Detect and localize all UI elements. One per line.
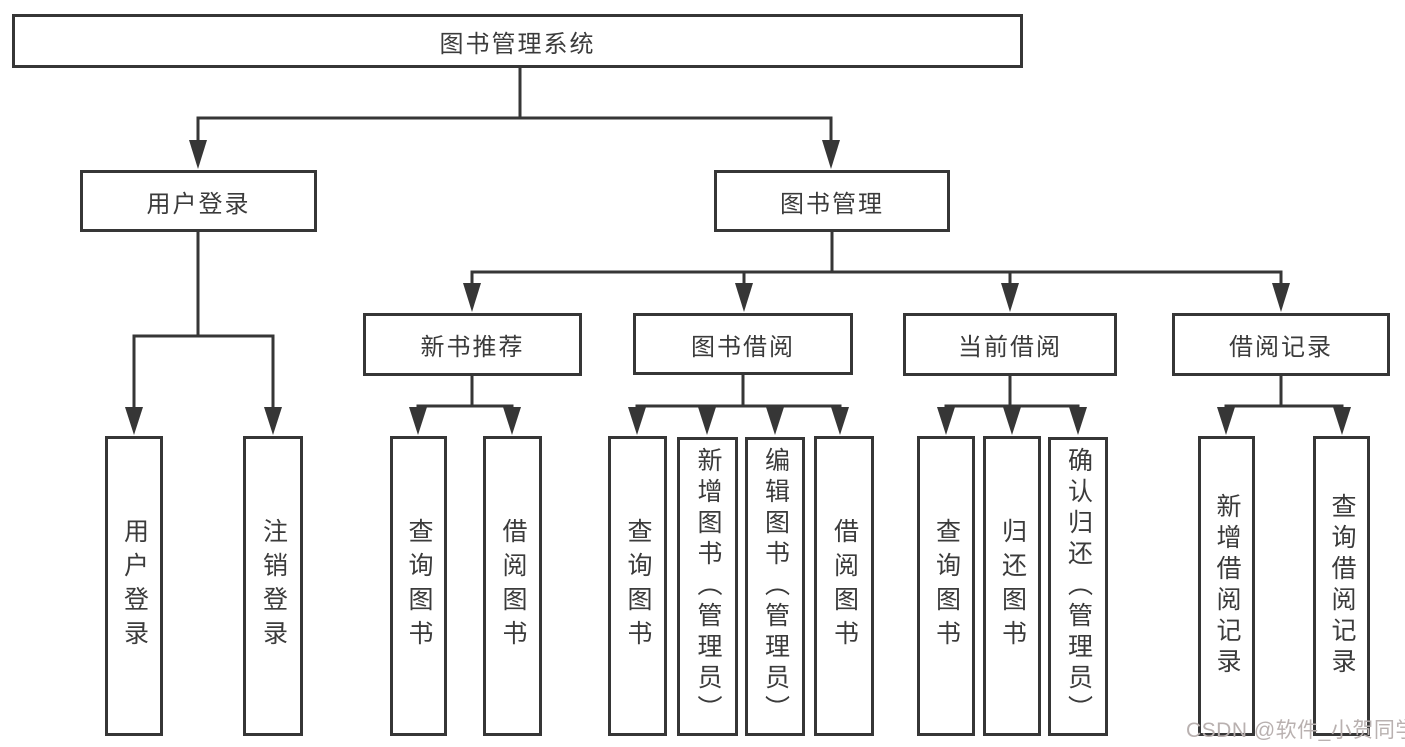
leaf-borrow-add-book-admin-label: 新增图书（管理员） bbox=[694, 447, 722, 726]
leaf-borrow-edit-book-admin-label: 编辑图书（管理员） bbox=[761, 447, 790, 726]
arrow-to-new-book bbox=[463, 283, 481, 312]
arrow-borrow-leaf1 bbox=[628, 407, 646, 435]
arrow-to-current-borrow bbox=[1001, 283, 1019, 312]
connector-newbook-bar bbox=[416, 404, 514, 414]
node-book-management: 图书管理 bbox=[714, 170, 950, 232]
arrow-to-book-borrow bbox=[735, 283, 753, 312]
leaf-borrow-query-book-label: 查询图书 bbox=[624, 518, 652, 654]
node-new-book-recommend-label: 新书推荐 bbox=[420, 334, 525, 361]
leaf-current-return-book: 归还图书 bbox=[983, 436, 1041, 736]
arrow-userlogin-leaf1 bbox=[125, 407, 143, 435]
leaf-borrow-borrow-book-label: 借阅图书 bbox=[830, 518, 859, 654]
leaf-newbook-borrow-book: 借阅图书 bbox=[483, 436, 542, 736]
node-borrow-record-label: 借阅记录 bbox=[1229, 334, 1333, 361]
node-current-borrow-label: 当前借阅 bbox=[958, 334, 1062, 361]
leaf-borrow-edit-book-admin: 编辑图书（管理员） bbox=[745, 437, 805, 736]
node-new-book-recommend: 新书推荐 bbox=[363, 313, 582, 376]
arrow-to-book-management bbox=[822, 140, 840, 169]
leaf-current-return-book-label: 归还图书 bbox=[998, 518, 1027, 654]
arrow-userlogin-leaf2 bbox=[264, 407, 282, 435]
leaf-current-query-book: 查询图书 bbox=[917, 436, 975, 736]
arrow-current-leaf1 bbox=[937, 407, 955, 435]
leaf-newbook-query-book: 查询图书 bbox=[390, 436, 447, 736]
node-user-login-label: 用户登录 bbox=[146, 190, 251, 218]
connector-root-bar bbox=[196, 116, 833, 145]
arrow-record-leaf1 bbox=[1217, 407, 1235, 435]
leaf-user-login: 用户登录 bbox=[105, 436, 163, 736]
leaf-record-query-record-label: 查询借阅记录 bbox=[1328, 493, 1356, 679]
node-book-borrow: 图书借阅 bbox=[633, 313, 853, 375]
arrow-to-borrow-record bbox=[1272, 283, 1290, 312]
connector-record-bar bbox=[1224, 404, 1344, 414]
leaf-logout: 注销登录 bbox=[243, 436, 303, 736]
leaf-record-add-record: 新增借阅记录 bbox=[1198, 436, 1255, 736]
node-borrow-record: 借阅记录 bbox=[1172, 313, 1390, 376]
arrow-to-user-login bbox=[189, 140, 207, 169]
connector-borrow-bar bbox=[635, 404, 842, 414]
leaf-record-add-record-label: 新增借阅记录 bbox=[1213, 493, 1241, 679]
leaf-newbook-borrow-book-label: 借阅图书 bbox=[499, 518, 527, 654]
node-book-borrow-label: 图书借阅 bbox=[691, 333, 795, 361]
leaf-current-query-book-label: 查询图书 bbox=[932, 518, 961, 654]
leaf-user-login-label: 用户登录 bbox=[120, 518, 149, 654]
arrow-current-leaf3 bbox=[1069, 407, 1087, 435]
arrow-borrow-leaf2 bbox=[698, 407, 716, 435]
arrow-newbook-leaf1 bbox=[409, 407, 427, 435]
arrow-borrow-leaf3 bbox=[766, 407, 784, 435]
arrow-newbook-leaf2 bbox=[503, 407, 521, 435]
arrow-current-leaf2 bbox=[1003, 407, 1021, 435]
arrowheads bbox=[125, 140, 1351, 435]
leaf-logout-label: 注销登录 bbox=[259, 518, 288, 654]
leaf-borrow-borrow-book: 借阅图书 bbox=[814, 436, 874, 736]
leaf-newbook-query-book-label: 查询图书 bbox=[405, 518, 433, 654]
node-root-system: 图书管理系统 bbox=[12, 14, 1023, 68]
connector-bookmgmt-bar bbox=[470, 270, 1283, 288]
node-book-management-label: 图书管理 bbox=[780, 190, 884, 218]
arrow-record-leaf2 bbox=[1333, 407, 1351, 435]
connector-userlogin-bar bbox=[132, 334, 275, 412]
leaf-borrow-query-book: 查询图书 bbox=[608, 436, 667, 736]
node-current-borrow: 当前借阅 bbox=[903, 313, 1117, 376]
node-root-label: 图书管理系统 bbox=[439, 30, 596, 58]
node-user-login: 用户登录 bbox=[80, 170, 317, 232]
csdn-watermark: CSDN @软件_小贺同学 bbox=[1186, 719, 1405, 742]
leaf-current-confirm-return-admin-label: 确认归还（管理员） bbox=[1064, 447, 1093, 726]
leaf-current-confirm-return-admin: 确认归还（管理员） bbox=[1048, 437, 1108, 736]
arrow-borrow-leaf4 bbox=[831, 407, 849, 435]
leaf-record-query-record: 查询借阅记录 bbox=[1313, 436, 1370, 736]
leaf-borrow-add-book-admin: 新增图书（管理员） bbox=[677, 437, 738, 736]
